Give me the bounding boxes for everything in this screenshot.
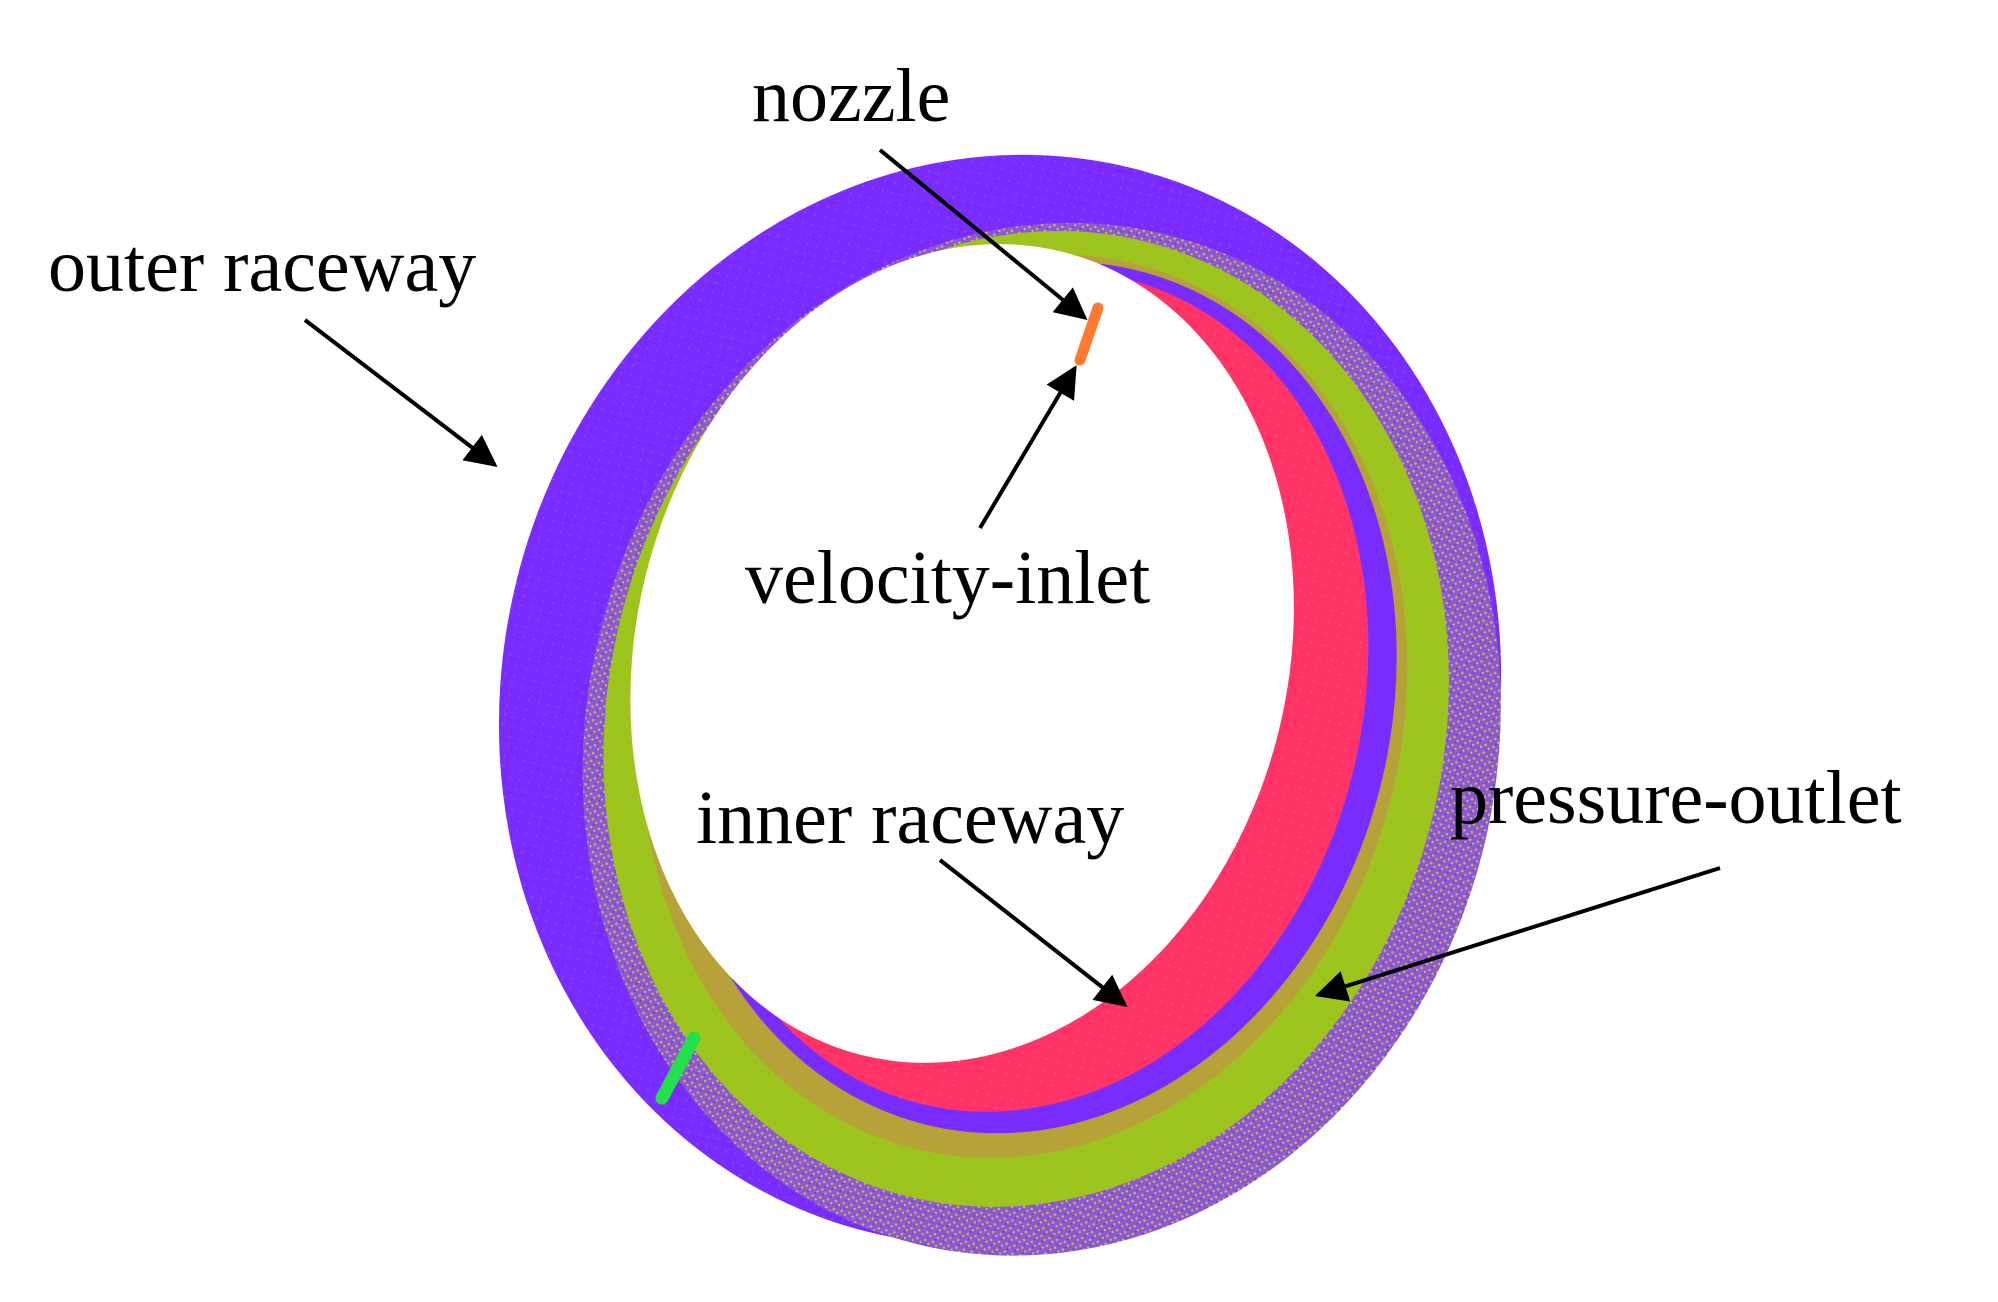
label-velocity-inlet: velocity-inlet [745,536,1151,620]
arrow-inner-raceway [938,858,1128,1007]
arrow-pressure-outlet [1314,866,1721,1002]
label-pressure-outlet: pressure-outlet [1450,756,1902,840]
arrow-nozzle [878,148,1088,321]
bore-opening [630,244,1294,1063]
label-outer-raceway: outer raceway [48,224,477,308]
lower-nozzle-mark [655,1031,701,1105]
label-inner-raceway: inner raceway [696,776,1125,860]
arrow-outer-raceway [303,318,498,467]
nozzle-mark [1074,302,1104,366]
label-nozzle: nozzle [752,54,951,138]
arrow-velocity-inlet [978,365,1077,530]
